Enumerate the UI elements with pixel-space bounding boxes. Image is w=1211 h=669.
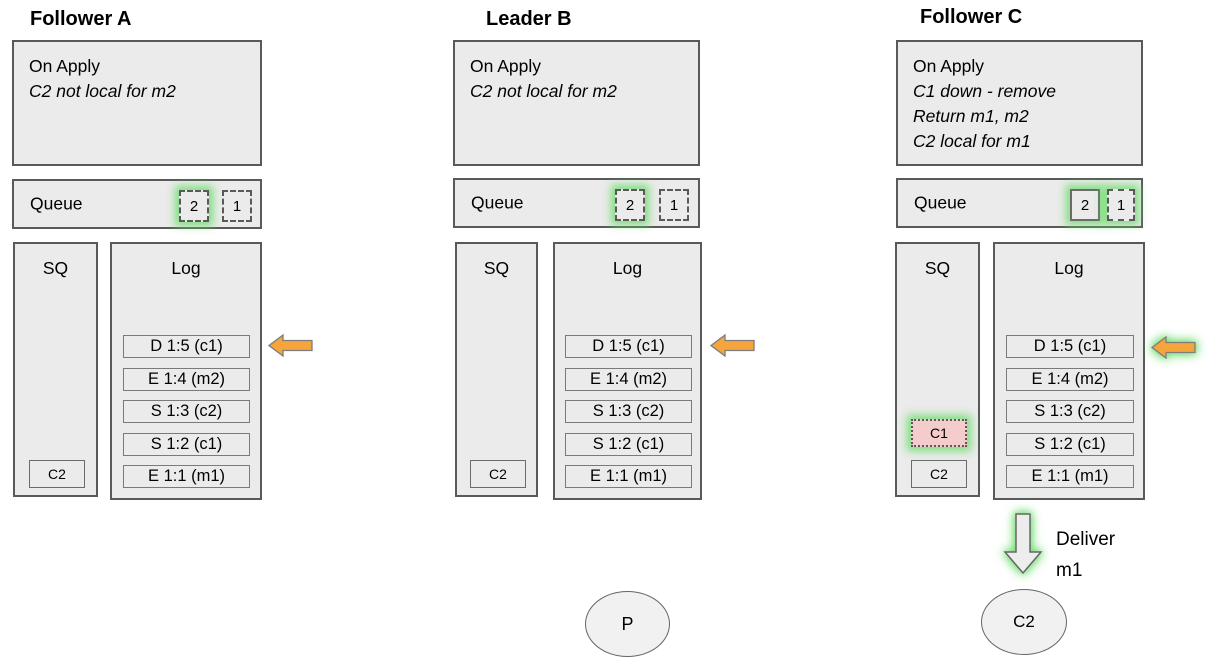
log-entry: E 1:4 (m2) (123, 368, 250, 391)
log-entry: D 1:5 (c1) (123, 335, 250, 358)
consumer-node: C2 (981, 589, 1067, 655)
log-box-c: Log D 1:5 (c1) E 1:4 (m2) S 1:3 (c2) S 1… (993, 242, 1145, 500)
node-title-leader-b: Leader B (486, 8, 572, 30)
producer-node: P (585, 591, 670, 657)
sq-item-c1-removed: C1 (911, 419, 967, 447)
on-apply-note: C2 not local for m2 (29, 81, 176, 101)
queue-item-2: 2 (615, 189, 645, 221)
sq-item-c2: C2 (29, 460, 85, 488)
queue-box-b: Queue 2 1 (453, 178, 700, 228)
on-apply-box-c: On Apply C1 down - remove Return m1, m2 … (896, 40, 1143, 166)
log-entry: S 1:3 (c2) (1006, 400, 1134, 423)
on-apply-note: C2 not local for m2 (470, 81, 617, 101)
queue-item-2: 2 (1070, 189, 1100, 221)
sq-box-c: SQ C1 C2 (895, 242, 980, 497)
sq-item-c2: C2 (911, 460, 967, 488)
log-entry: E 1:1 (m1) (1006, 465, 1134, 488)
on-apply-heading: On Apply (913, 56, 985, 76)
queue-item-1: 1 (222, 190, 252, 222)
on-apply-note: C1 down - remove (913, 81, 1056, 101)
log-box-b: Log D 1:5 (c1) E 1:4 (m2) S 1:3 (c2) S 1… (553, 242, 702, 500)
log-entry: S 1:2 (c1) (123, 433, 250, 456)
queue-item-1: 1 (1107, 189, 1135, 221)
queue-label: Queue (914, 192, 967, 213)
queue-box-c: Queue 2 1 (896, 178, 1143, 228)
log-entry: S 1:2 (c1) (1006, 433, 1134, 456)
log-entry: E 1:1 (m1) (565, 465, 692, 488)
log-entry: D 1:5 (c1) (565, 335, 692, 358)
log-entry: E 1:4 (m2) (565, 368, 692, 391)
log-entry: S 1:3 (c2) (123, 400, 250, 423)
log-entry: D 1:5 (c1) (1006, 335, 1134, 358)
log-entry: S 1:3 (c2) (565, 400, 692, 423)
deliver-arrow-icon (1003, 513, 1043, 575)
on-apply-heading: On Apply (470, 56, 542, 76)
sq-label: SQ (924, 258, 951, 278)
on-apply-heading: On Apply (29, 56, 101, 76)
on-apply-box-a: On Apply C2 not local for m2 (12, 40, 262, 166)
sq-box-a: SQ C2 (13, 242, 98, 497)
log-label: Log (612, 258, 643, 278)
log-label: Log (171, 258, 201, 278)
log-entry: S 1:2 (c1) (565, 433, 692, 456)
queue-item-2: 2 (179, 190, 209, 222)
deliver-label: Deliver m1 (1056, 529, 1116, 581)
on-apply-note: C2 local for m1 (913, 131, 1031, 151)
apply-pointer-arrow-icon (710, 334, 755, 357)
queue-label: Queue (30, 193, 83, 214)
queue-label: Queue (471, 192, 524, 213)
sq-box-b: SQ C2 (455, 242, 538, 497)
apply-pointer-arrow-icon (268, 334, 313, 357)
on-apply-note: Return m1, m2 (913, 106, 1029, 126)
sq-item-c2: C2 (470, 460, 526, 488)
sq-label: SQ (483, 258, 510, 278)
log-label: Log (1054, 258, 1084, 278)
sq-label: SQ (42, 258, 69, 278)
log-entry: E 1:4 (m2) (1006, 368, 1134, 391)
node-title-follower-a: Follower A (30, 8, 132, 30)
queue-box-a: Queue 2 1 (12, 179, 262, 229)
apply-pointer-arrow-icon (1151, 336, 1196, 359)
queue-item-1: 1 (659, 189, 689, 221)
log-entry: E 1:1 (m1) (123, 465, 250, 488)
node-title-follower-c: Follower C (920, 6, 1023, 28)
on-apply-box-b: On Apply C2 not local for m2 (453, 40, 700, 166)
log-box-a: Log D 1:5 (c1) E 1:4 (m2) S 1:3 (c2) S 1… (110, 242, 262, 500)
